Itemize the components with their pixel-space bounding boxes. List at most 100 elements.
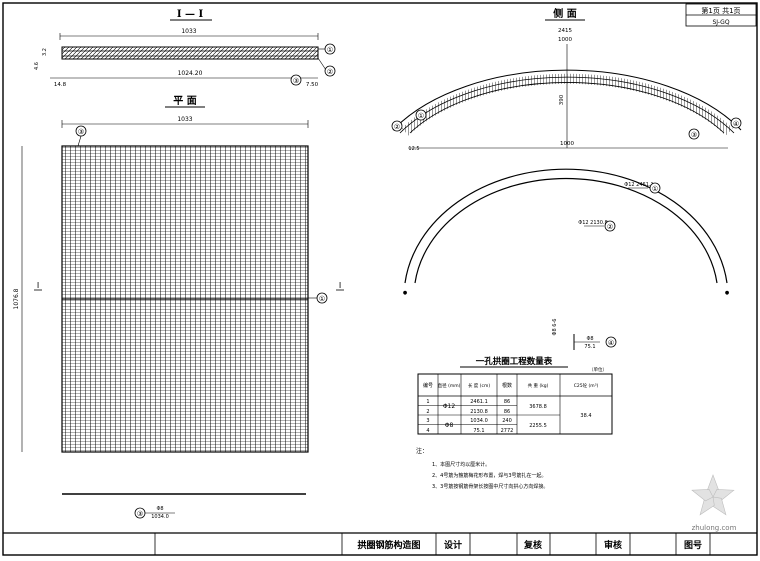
section-length-dim: 1033 — [181, 28, 196, 35]
table-title: 一孔拱圈工程数量表 — [476, 356, 553, 367]
title-block: 拱圈钢筋构造图 设计 复核 审核 图号 — [2, 532, 758, 556]
table-row-len: 2130.8 — [470, 409, 488, 415]
table-header-count: 根数 — [502, 382, 512, 389]
section-thick-a: 3.2 — [42, 48, 48, 56]
svg-text:③: ③ — [137, 510, 143, 518]
design-label: 设计 — [444, 539, 462, 551]
table-row-dia: Φ12 — [443, 403, 456, 410]
table-header-no: 编号 — [423, 382, 433, 389]
section-dim-left: 14.8 — [54, 82, 67, 88]
table-row-dia: Φ8 — [445, 422, 454, 429]
plan-length-dim: 1033 — [177, 116, 192, 123]
svg-text:●: ● — [725, 290, 730, 296]
review-label: 审核 — [604, 539, 622, 551]
svg-text:①: ① — [418, 112, 424, 120]
svg-text:③: ③ — [691, 131, 697, 139]
svg-text:②: ② — [607, 223, 613, 231]
callout-1-elevation — [415, 109, 427, 121]
table-row-len: 75.1 — [473, 428, 484, 434]
table-header-weight: 共 重 (kg) — [528, 382, 549, 389]
table-row-weight: 3678.8 — [529, 404, 547, 410]
rebar-4-label-a: Φ8 — [586, 336, 593, 342]
svg-text:③: ③ — [293, 77, 299, 85]
table-row-count: 86 — [504, 399, 510, 405]
table-row-len: 2461.1 — [470, 399, 488, 405]
svg-text:②: ② — [327, 68, 333, 76]
elevation-span-dim: 1000 — [560, 141, 574, 147]
rebar-4-side-label: Φ8 6-6 — [552, 319, 558, 336]
table-row-no: 4 — [426, 428, 429, 434]
callout-2-section — [324, 65, 336, 77]
callout-2-elevation — [391, 120, 403, 132]
elevation-inner-dim: 1000 — [558, 37, 572, 43]
section-title: I — I — [177, 9, 204, 20]
plan-view: 平 面 1033 ③ 1076.8 I I ① ③ Φ8 1034.0 — [13, 95, 344, 520]
page-number-box: 第1页 共1页 SJ-GQ — [685, 3, 757, 27]
section-slab — [61, 46, 319, 60]
svg-text:●: ● — [403, 290, 408, 296]
svg-text:②: ② — [394, 123, 400, 131]
svg-text:①: ① — [652, 185, 658, 193]
notes: 注： 1、本图尺寸均以厘米计。 2、4号筋为箍筋梅花形布置，焊与3号筋扎在一起。… — [416, 447, 548, 490]
svg-text:④: ④ — [733, 120, 739, 128]
plan-bottom-label-b: 1034.0 — [151, 514, 169, 520]
plan-height-dim: 1076.8 — [13, 288, 20, 309]
callout-4-detail — [605, 336, 617, 348]
page-number-text: 第1页 共1页 — [701, 6, 740, 15]
section-inner-dim: 1024.20 — [178, 70, 203, 77]
table-row-len: 1034.0 — [470, 418, 488, 424]
section-thick-b: 4.6 — [34, 62, 40, 70]
elevation-outer-dim: 2415 — [558, 28, 572, 34]
elevation-base-left: 12.5 — [408, 146, 419, 152]
elevation-rise-dim: 390 — [559, 94, 565, 105]
table-header-concrete: C25砼 (m³) — [574, 382, 599, 389]
table-unit: （单位） — [589, 366, 607, 373]
callout-4-elevation — [730, 117, 742, 129]
section-dim-right: 7.50 — [306, 82, 319, 88]
table-row-count: 240 — [502, 418, 512, 424]
drawing-title: 拱圈钢筋构造图 — [357, 539, 420, 551]
notes-heading: 注： — [416, 447, 428, 455]
quantity-table: 一孔拱圈工程数量表 （单位） 编号 直径 (mm) 长 度 (cm) 根数 共 … — [417, 356, 613, 435]
svg-text:①: ① — [319, 295, 325, 303]
svg-text:④: ④ — [608, 339, 614, 347]
plan-section-mark-left: I — [37, 281, 39, 290]
table-row-weight: 2255.5 — [529, 423, 547, 429]
rebar-1-arc — [404, 168, 728, 284]
svg-text:③: ③ — [78, 128, 84, 136]
callout-3-elevation — [688, 128, 700, 140]
note-item: 2、4号筋为箍筋梅花形布置，焊与3号筋扎在一起。 — [432, 472, 547, 479]
table-row-count: 86 — [504, 409, 510, 415]
note-item: 1、本图尺寸均以厘米计。 — [432, 461, 490, 468]
svg-text:①: ① — [327, 46, 333, 54]
callout-1-plan — [316, 292, 328, 304]
section-view: I — I 1033 1024.20 14.8 7.50 3.2 4.6 ① ②… — [34, 9, 336, 88]
table-header-len: 长 度 (cm) — [468, 382, 490, 389]
table-row-no: 2 — [426, 409, 429, 415]
plan-bottom-label-a: Φ8 — [156, 506, 163, 512]
plan-title: 平 面 — [173, 95, 196, 107]
table-header-dia: 直径 (mm) — [438, 382, 461, 389]
note-item: 3、3号筋按钢筋骨架长按图中尺寸向拱心方向焊接。 — [432, 483, 548, 490]
rebar-2-label: Φ12 2130.8 — [578, 220, 607, 226]
callout-2-detail — [604, 220, 616, 232]
drawing-no-label: 图号 — [684, 540, 702, 551]
table-row-no: 3 — [426, 418, 429, 424]
rebar-4-label-b: 75.1 — [584, 344, 595, 350]
check-label: 复核 — [523, 539, 542, 551]
callout-1-section — [324, 43, 336, 55]
plan-section-mark-right: I — [339, 281, 341, 290]
rebar-1-label: Φ12 2461.1 — [624, 182, 653, 188]
rebar-2-arc — [414, 177, 718, 284]
watermark: zhulong.com — [691, 474, 737, 532]
watermark-text: zhulong.com — [692, 524, 737, 532]
rebar-detail: ● ● Φ12 2461.1 ① Φ12 2130.8 ② Φ8 6-6 Φ8 … — [403, 168, 730, 350]
elevation-title: 侧 面 — [553, 7, 576, 20]
drawing-code-text: SJ-GQ — [712, 19, 729, 26]
callout-1-detail — [649, 182, 661, 194]
table-row-no: 1 — [426, 399, 429, 405]
table-row-concrete: 38.4 — [580, 413, 591, 419]
table-row-count: 2772 — [501, 428, 514, 434]
